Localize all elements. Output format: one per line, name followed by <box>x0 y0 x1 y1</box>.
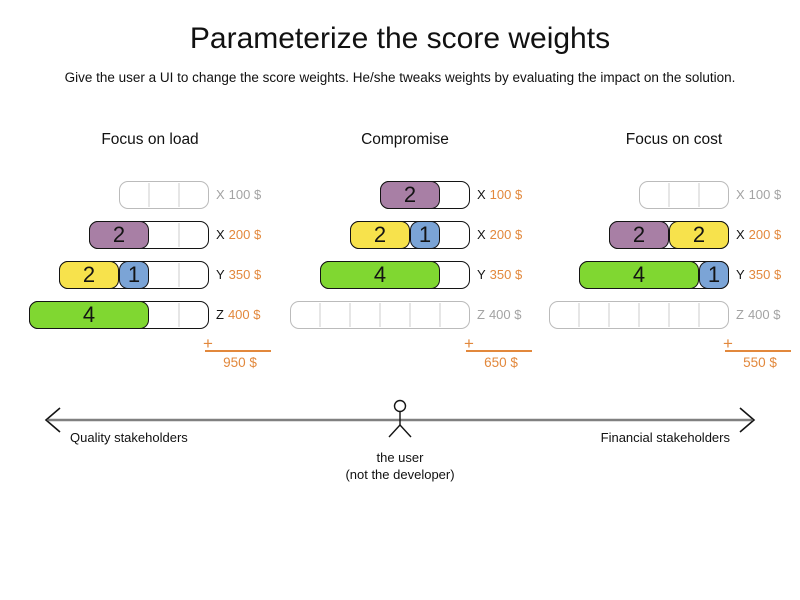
weight-segment: 4 <box>579 261 699 289</box>
subtitle: Give the user a UI to change the score w… <box>64 70 736 85</box>
cell-divider <box>698 183 700 207</box>
weight-segment: 2 <box>609 221 669 249</box>
row-label-value: 350 $ <box>228 267 262 282</box>
user-stick-figure-icon <box>388 399 412 438</box>
row-label-value: 400 $ <box>488 307 522 322</box>
weight-box <box>639 181 729 209</box>
axis-label-quality: Quality stakeholders <box>70 430 188 445</box>
sum-plus-sign: + <box>203 334 213 353</box>
row-label-value: 400 $ <box>227 307 261 322</box>
cell-divider <box>178 303 180 327</box>
user-caption-secondary: (not the developer) <box>345 467 455 482</box>
weight-segment: 1 <box>410 221 440 249</box>
left-arrowhead-icon <box>44 407 61 433</box>
row-label-value: 100 $ <box>228 187 262 202</box>
weight-box <box>119 181 209 209</box>
row-label-letter: X <box>216 187 225 202</box>
sum-plus-sign: + <box>723 334 733 353</box>
row-label-value: 350 $ <box>489 267 523 282</box>
right-arrowhead-icon <box>739 407 756 433</box>
cell-divider <box>178 223 180 247</box>
cell-divider <box>178 263 180 287</box>
row-label-value: 200 $ <box>489 227 523 242</box>
page-title: Parameterize the score weights <box>189 22 611 55</box>
cell-divider <box>668 183 670 207</box>
row-label-value: 200 $ <box>748 227 782 242</box>
row-label-letter: X <box>736 227 745 242</box>
cell-divider <box>608 303 610 327</box>
cell-divider <box>698 303 700 327</box>
sum-line <box>725 350 791 352</box>
cell-divider <box>409 303 411 327</box>
weight-segment: 2 <box>89 221 149 249</box>
row-label-value: 400 $ <box>747 307 781 322</box>
stakeholder-axis <box>44 399 756 438</box>
sum-total: 950 $ <box>223 355 257 370</box>
weight-segment: 2 <box>59 261 119 289</box>
weight-segment: 1 <box>119 261 149 289</box>
row-label-letter: X <box>736 187 745 202</box>
row-label-value: 200 $ <box>228 227 262 242</box>
weight-segment: 2 <box>380 181 440 209</box>
row-label-letter: Y <box>216 267 225 282</box>
cell-divider <box>578 303 580 327</box>
cell-divider <box>319 303 321 327</box>
column-header: Compromise <box>361 131 449 148</box>
axis-label-financial: Financial stakeholders <box>600 430 730 445</box>
cell-divider <box>638 303 640 327</box>
sum-total: 550 $ <box>743 355 777 370</box>
row-label-letter: Z <box>477 307 485 322</box>
cell-divider <box>148 183 150 207</box>
user-caption: the user <box>376 450 424 465</box>
row-label-letter: X <box>477 187 486 202</box>
weight-segment: 4 <box>29 301 149 329</box>
weight-segment: 4 <box>320 261 440 289</box>
weight-segment: 2 <box>350 221 410 249</box>
row-label-value: 100 $ <box>748 187 782 202</box>
column-header: Focus on load <box>101 131 199 148</box>
row-label-value: 350 $ <box>748 267 782 282</box>
cell-divider <box>439 303 441 327</box>
cell-divider <box>668 303 670 327</box>
sum-plus-sign: + <box>464 334 474 353</box>
row-label-letter: X <box>216 227 225 242</box>
row-label-letter: Z <box>736 307 744 322</box>
row-label-letter: Y <box>736 267 745 282</box>
sum-line <box>466 350 532 352</box>
cell-divider <box>379 303 381 327</box>
sum-line <box>205 350 271 352</box>
column-header: Focus on cost <box>625 131 723 148</box>
cell-divider <box>349 303 351 327</box>
row-label-value: 100 $ <box>489 187 523 202</box>
sum-total: 650 $ <box>484 355 518 370</box>
row-label-letter: Y <box>477 267 486 282</box>
cell-divider <box>178 183 180 207</box>
row-label-letter: X <box>477 227 486 242</box>
weight-segment: 2 <box>669 221 729 249</box>
weight-segment: 1 <box>699 261 729 289</box>
row-label-letter: Z <box>216 307 224 322</box>
